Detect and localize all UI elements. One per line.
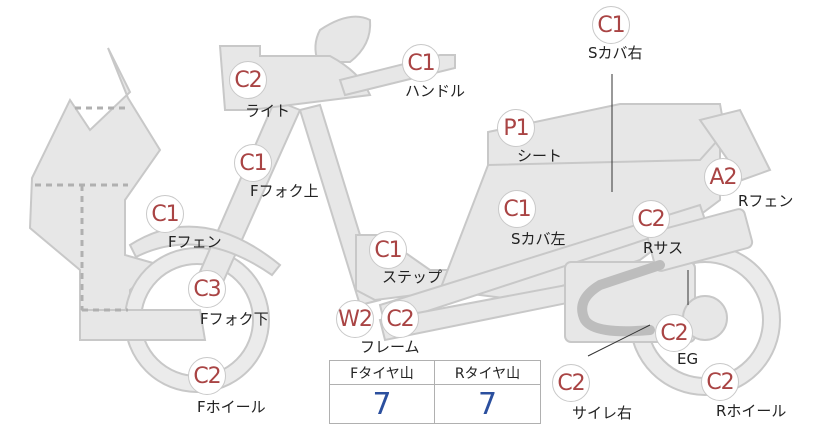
- part-label: ステップ: [382, 268, 443, 286]
- part-label: フレーム: [360, 338, 420, 356]
- grade-badge: C2: [381, 300, 419, 338]
- part-label: Fホイール: [197, 398, 266, 416]
- grade-badge: C2: [701, 363, 739, 401]
- part-label: Fフェン: [168, 233, 222, 251]
- front-tire-header: Fタイヤ山: [330, 361, 435, 385]
- part-label: EG: [677, 350, 699, 368]
- grade-badge: C1: [146, 195, 184, 233]
- grade-badge: C2: [632, 200, 670, 238]
- part-label: Fフォク下: [200, 310, 269, 328]
- part-label: Rフェン: [738, 192, 794, 210]
- part-label: Sカバ左: [511, 230, 566, 248]
- tire-tread-table: Fタイヤ山 Rタイヤ山 7 7: [329, 360, 541, 424]
- part-label: Fフォク上: [250, 182, 319, 200]
- grade-badge: C1: [498, 190, 536, 228]
- grade-badge: C1: [369, 231, 407, 269]
- grade-badge: C1: [234, 144, 272, 182]
- grade-badge: C2: [552, 364, 590, 402]
- grade-badge: C2: [188, 357, 226, 395]
- part-label: サイレ右: [572, 404, 633, 422]
- grade-badge: C1: [592, 6, 630, 44]
- grade-badge: W2: [336, 300, 374, 338]
- part-label: Rサス: [643, 239, 684, 257]
- front-lower-body-shape: [79, 309, 207, 341]
- part-label: Rホイール: [716, 402, 787, 420]
- rear-tire-value: 7: [477, 386, 498, 422]
- part-label: シート: [517, 147, 563, 165]
- rear-tire-header: Rタイヤ山: [435, 361, 540, 385]
- grade-badge: P1: [497, 109, 535, 147]
- part-label: ハンドル: [405, 82, 466, 100]
- windscreen-shape: [314, 15, 372, 63]
- grade-badge: C1: [402, 44, 440, 82]
- rear-suspension-shape: [646, 208, 754, 272]
- grade-badge: C2: [229, 61, 267, 99]
- grade-badge: C2: [655, 314, 693, 352]
- front-tire-value: 7: [330, 385, 435, 423]
- part-label: Sカバ右: [588, 44, 643, 62]
- part-label: ライト: [245, 102, 291, 120]
- grade-badge: C3: [188, 270, 226, 308]
- exhaust-pipe-shape: [577, 260, 665, 337]
- grade-badge: A2: [704, 158, 742, 196]
